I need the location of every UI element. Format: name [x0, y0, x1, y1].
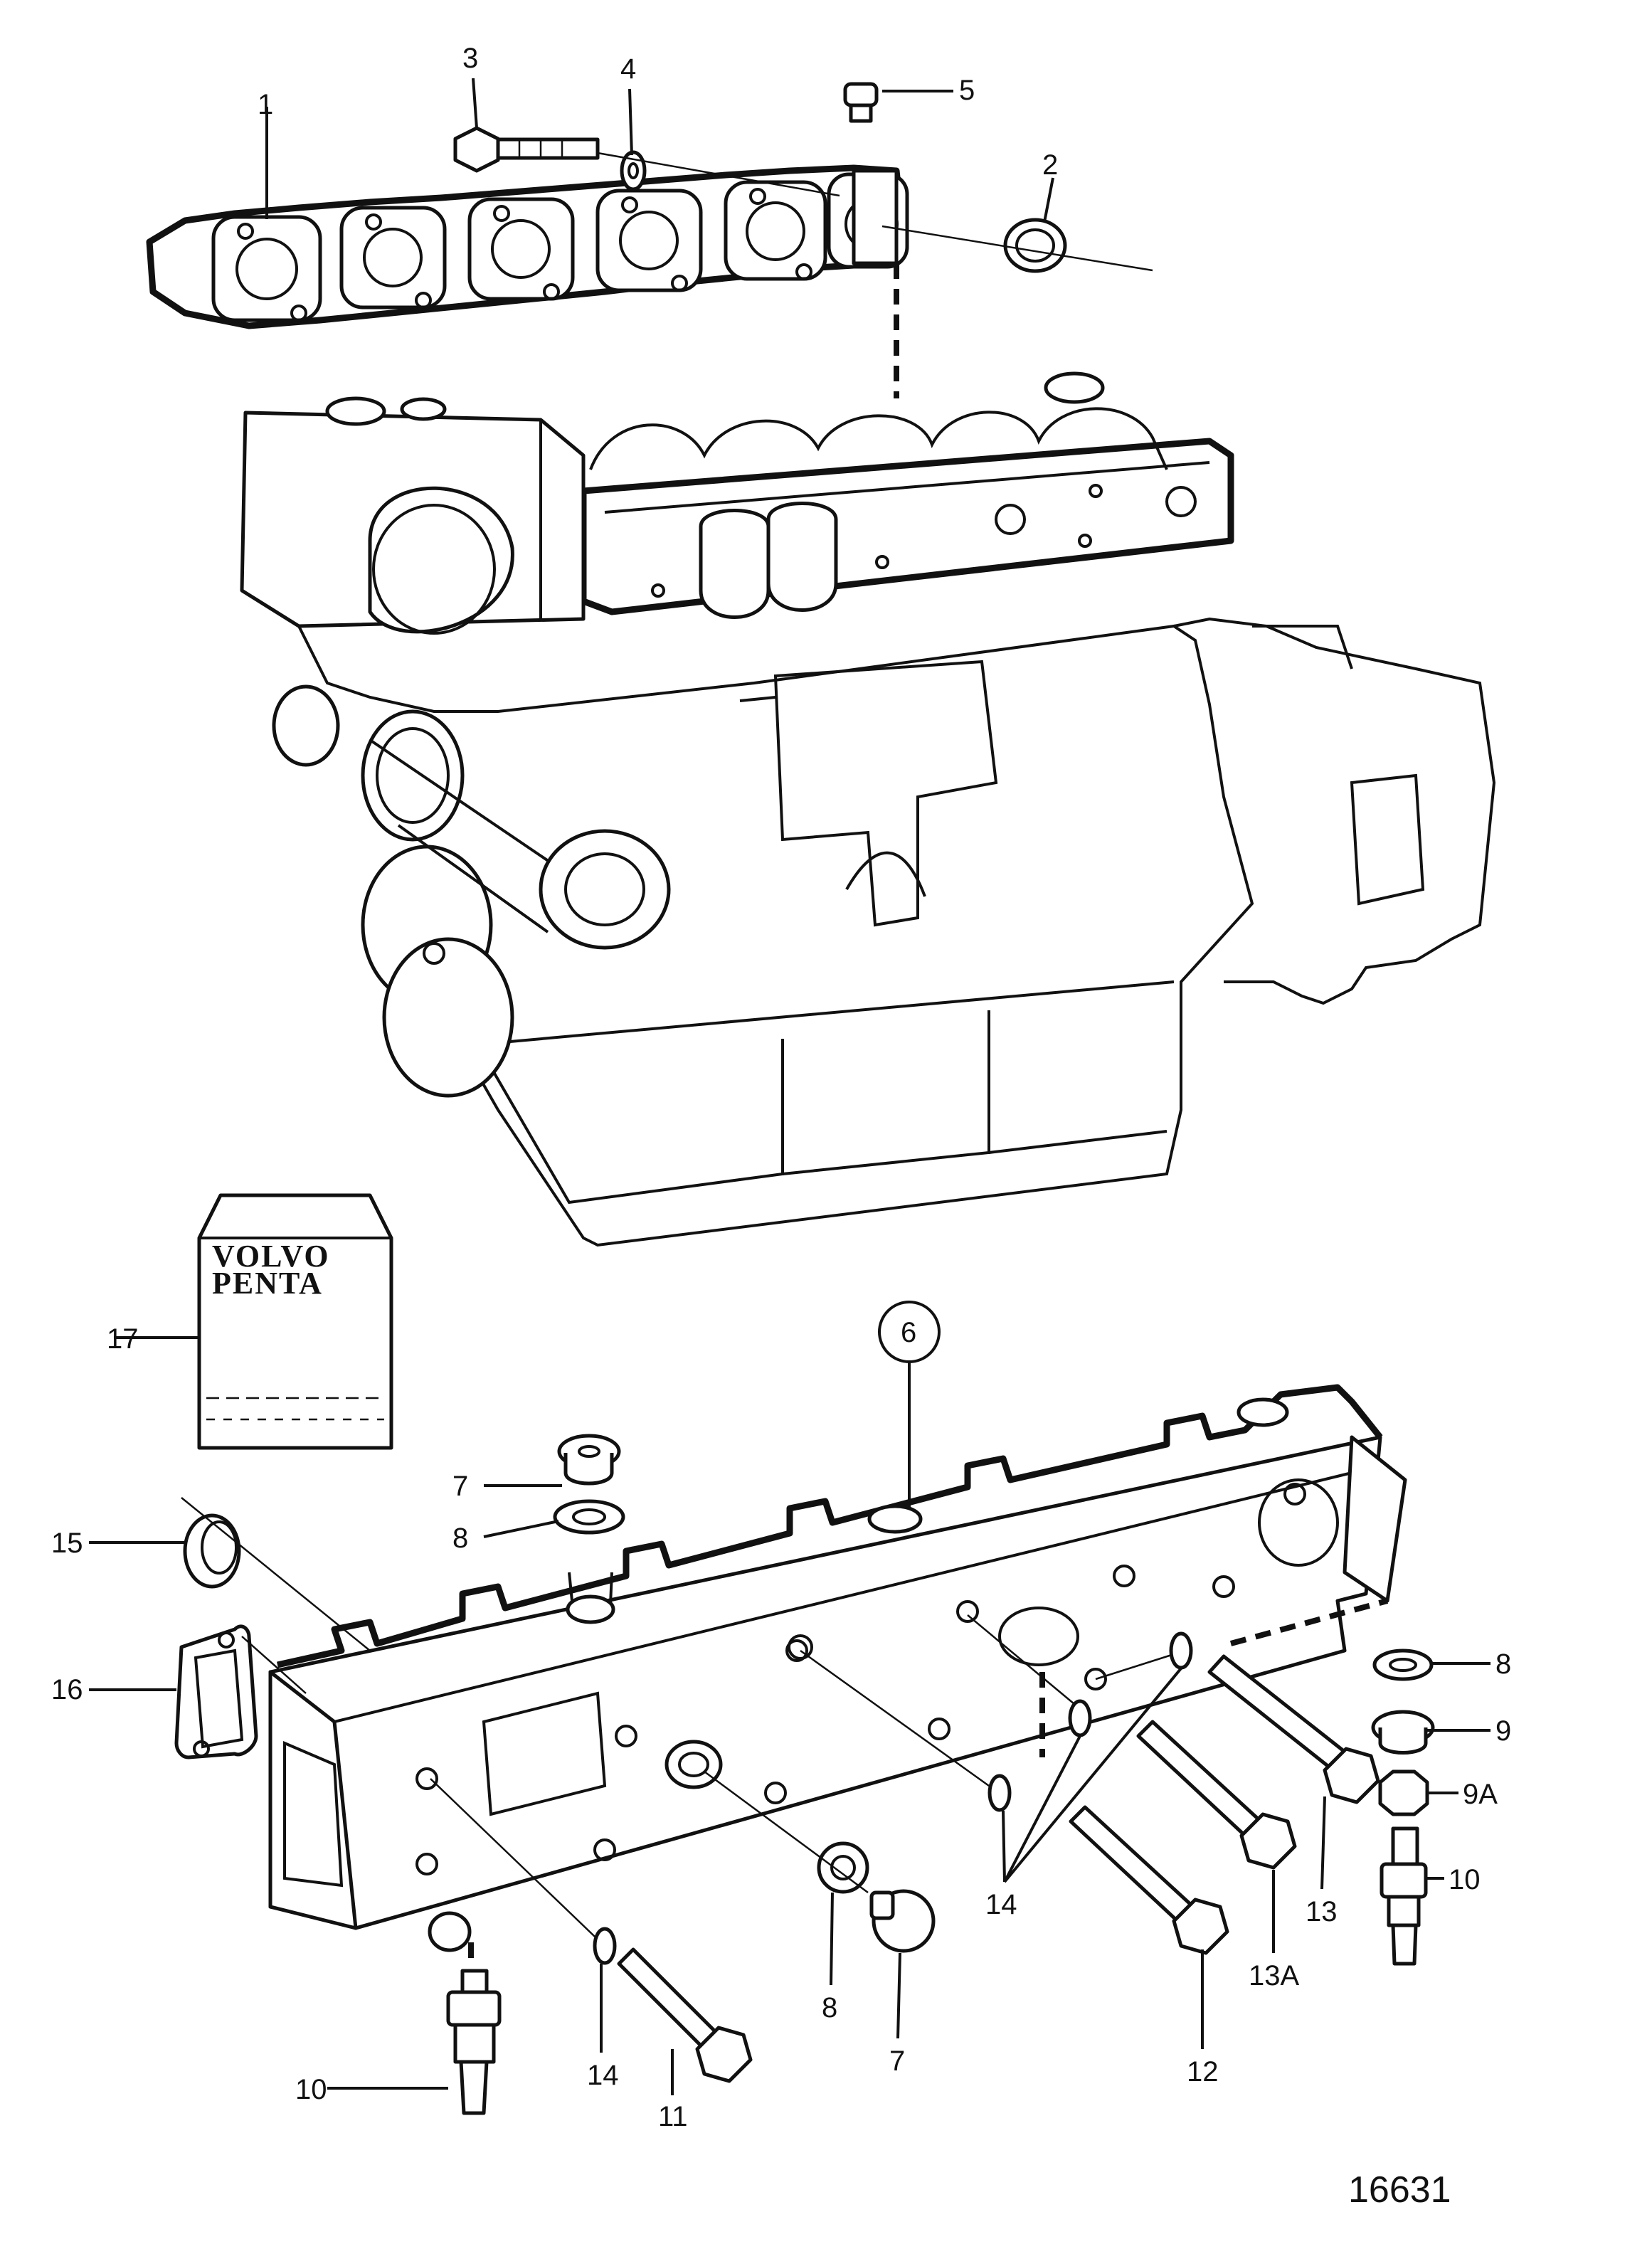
bolt-13: [1207, 1654, 1380, 1804]
callout-7-centre: 7: [889, 2046, 905, 2077]
bolt-13a: [1136, 1720, 1297, 1870]
manifold-port-3: [467, 197, 575, 301]
manifold-washer: [620, 150, 647, 191]
manifold-end-bracket: [852, 169, 899, 265]
callout-7-top: 7: [452, 1471, 468, 1502]
drawing-reference-number: 16631: [1348, 2169, 1451, 2211]
package-logo-line2: PENTA: [212, 1266, 323, 1301]
gasket-kit-package: [197, 1193, 393, 1450]
manifold-port-4: [595, 189, 703, 292]
washer-14-a: [988, 1774, 1012, 1812]
drain-cock-left: [446, 1969, 502, 2115]
callout-17: 17: [107, 1323, 139, 1355]
callout-6: 6: [901, 1317, 916, 1348]
assembly-line-right: [1039, 1598, 1389, 1757]
centre-plug: [869, 1889, 936, 1953]
callout-13a: 13A: [1249, 1960, 1299, 1991]
top-plug: [557, 1434, 621, 1486]
top-seal-washer: [553, 1499, 625, 1535]
flange-gasket: [174, 1624, 258, 1759]
callout-4: 4: [620, 53, 636, 85]
bolt-11: [617, 1947, 753, 2083]
callout-11: 11: [658, 2101, 688, 2132]
manifold-port-1: [211, 215, 322, 322]
manifold-sealing-ring: [1003, 218, 1067, 273]
centre-seal-washer: [817, 1841, 869, 1894]
exhaust-manifold-upper: [146, 164, 909, 329]
callout-8-centre: 8: [822, 1992, 837, 2023]
callout-5: 5: [959, 75, 975, 106]
exhaust-elbow-housing: [268, 1384, 1407, 1952]
nut-9a: [1378, 1769, 1429, 1816]
adapter-9: [1371, 1710, 1435, 1755]
manifold-plug: [843, 82, 879, 123]
callout-10-left: 10: [295, 2074, 327, 2105]
callout-8-right: 8: [1495, 1649, 1511, 1680]
bolt-12: [1069, 1805, 1229, 1955]
drain-cock-right: [1380, 1826, 1428, 1966]
engine-block: [240, 371, 1496, 1247]
callout-2: 2: [1042, 149, 1058, 181]
manifold-port-5: [724, 180, 827, 281]
callout-8-top: 8: [452, 1523, 468, 1554]
washer-14-b: [1068, 1699, 1092, 1737]
callout-14-centre: 14: [985, 1889, 1017, 1920]
callout-15: 15: [51, 1528, 83, 1559]
callout-10-right: 10: [1449, 1864, 1481, 1895]
callout-3: 3: [462, 43, 478, 74]
callout-13: 13: [1306, 1896, 1338, 1927]
callout-1: 1: [258, 89, 273, 120]
callout-9a: 9A: [1463, 1779, 1498, 1810]
seal-washer-right: [1372, 1649, 1434, 1681]
leader-lines: [89, 78, 1490, 2095]
exhaust-ring: [183, 1513, 241, 1589]
washer-14-left: [593, 1927, 617, 1965]
callout-9: 9: [1495, 1715, 1511, 1747]
washer-14-c: [1169, 1631, 1193, 1670]
manifold-bolt: [453, 126, 600, 173]
manifold-port-2: [339, 206, 447, 309]
callout-6-circle: [878, 1301, 941, 1363]
callout-14-left: 14: [587, 2060, 619, 2091]
callout-16: 16: [51, 1674, 83, 1705]
callout-12: 12: [1187, 2056, 1219, 2087]
package-logo-line1: VOLVO: [212, 1239, 330, 1274]
